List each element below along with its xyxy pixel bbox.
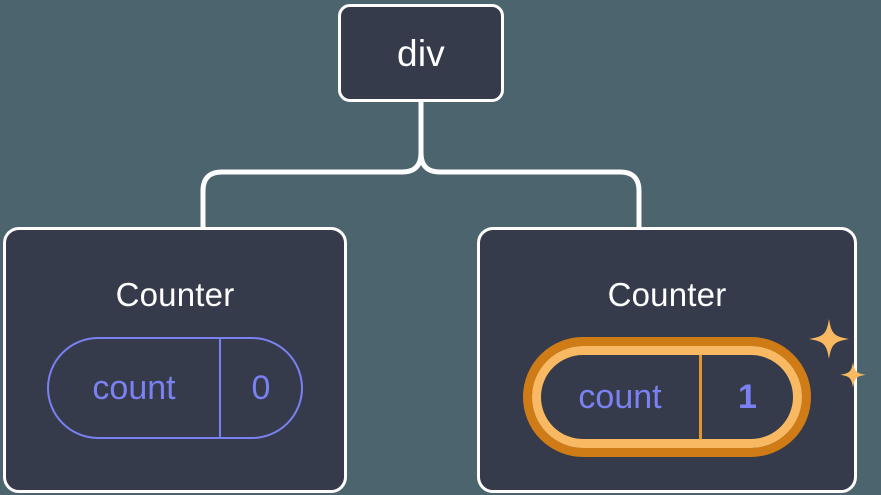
counter-left-title: Counter xyxy=(115,276,235,313)
node-counter-left[interactable]: Counter count 0 xyxy=(3,227,347,493)
state-pill-count-1-highlighted[interactable]: count 1 xyxy=(523,337,811,457)
counter-left-state-wrap: count 0 xyxy=(47,337,303,439)
node-div[interactable]: div xyxy=(338,4,504,102)
state-pill-inner: count 1 xyxy=(532,346,802,448)
state-pill-count-0[interactable]: count 0 xyxy=(47,337,303,439)
node-div-label: div xyxy=(397,32,445,74)
state-key-label: count xyxy=(49,339,221,437)
sparkles-icon xyxy=(809,319,866,388)
counter-right-title: Counter xyxy=(607,276,727,313)
state-value-label: 0 xyxy=(251,369,271,407)
state-key-label: count xyxy=(541,355,702,439)
state-value-label: 1 xyxy=(738,378,757,416)
node-counter-right[interactable]: Counter count 1 xyxy=(477,227,866,493)
counter-right-state-wrap: count 1 xyxy=(523,319,866,457)
